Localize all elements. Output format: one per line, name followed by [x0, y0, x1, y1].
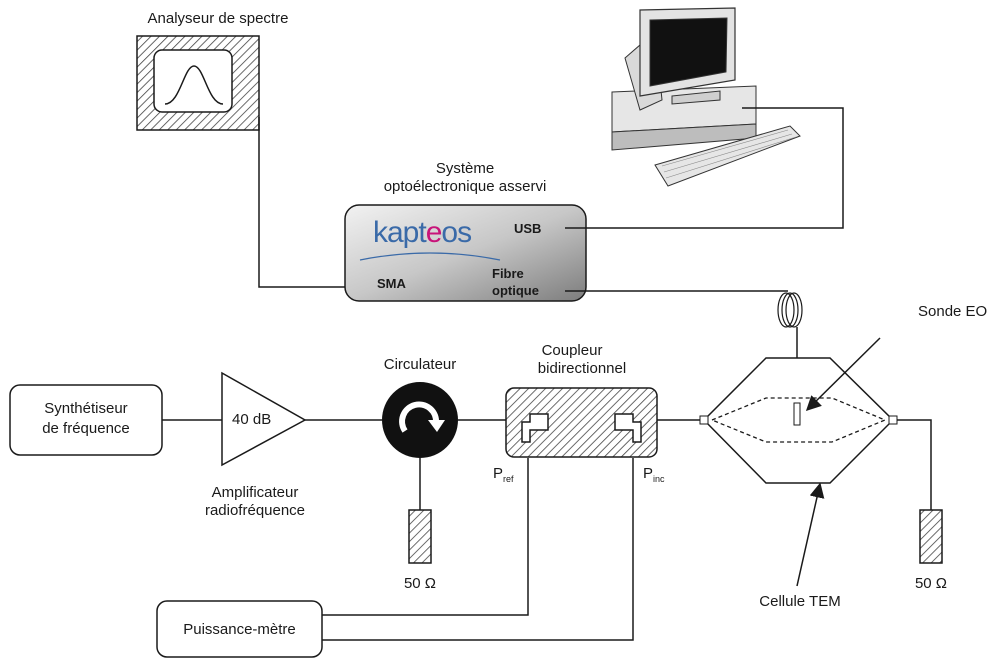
logo-swoosh	[359, 252, 501, 261]
tem-cell	[699, 357, 898, 484]
tem-cell-label: Cellule TEM	[759, 593, 841, 610]
amplifier-label-line1: Amplificateur	[211, 484, 299, 501]
synthesizer-box	[9, 384, 163, 456]
p-ref-label: Pref	[493, 465, 514, 484]
fiber-coil	[777, 292, 803, 328]
amplifier-triangle	[221, 371, 307, 467]
spectrum-analyzer-label: Analyseur de spectre	[147, 10, 289, 27]
load-right-label: 50 Ω	[914, 575, 948, 592]
load-right	[919, 509, 943, 564]
analyzer-screen	[153, 49, 233, 113]
fiber-label-line2: optique	[492, 283, 539, 298]
load-left	[408, 509, 432, 564]
synthesizer-label-line2: de fréquence	[42, 420, 130, 437]
synthesizer-label-line1: Synthétiseur	[44, 400, 128, 417]
tem-pointer-arrow	[796, 482, 825, 587]
coupler-label-line2: bidirectionnel	[537, 360, 627, 377]
p-inc-label: Pinc	[643, 465, 665, 484]
amplifier-gain-label: 40 dB	[232, 411, 272, 428]
wires	[162, 107, 932, 641]
circulator-label: Circulateur	[383, 356, 457, 373]
load-left-label: 50 Ω	[403, 575, 437, 592]
opto-system-label-line2: optoélectronique asservi	[383, 178, 547, 195]
opto-system-box	[344, 204, 587, 302]
usb-cable	[565, 107, 844, 229]
kapteos-logo: kapteos	[373, 216, 472, 249]
spectrum-analyzer	[136, 35, 260, 131]
eo-probe	[793, 402, 801, 426]
spectrum-peak-icon	[164, 65, 224, 105]
sma-cable	[258, 117, 345, 288]
power-meter-box	[156, 600, 323, 658]
probe-pointer-arrow	[805, 337, 881, 412]
coupler-reflected-arrow-icon	[521, 413, 549, 443]
computer-icon	[611, 7, 801, 187]
amplifier-label-line2: radiofréquence	[204, 502, 306, 519]
opto-system-label-line1: Système	[435, 160, 495, 177]
power-meter-label: Puissance-mètre	[183, 621, 296, 638]
fiber-label-line1: Fibre	[492, 266, 524, 281]
circulator-icon	[382, 382, 458, 458]
sma-port-label: SMA	[377, 276, 406, 291]
coupler-label-line1: Coupleur	[541, 342, 603, 359]
coupler-box	[505, 387, 658, 458]
usb-port-label: USB	[514, 221, 542, 236]
probe-label: Sonde EO	[918, 303, 988, 320]
coupler-incident-arrow-icon	[614, 413, 642, 443]
